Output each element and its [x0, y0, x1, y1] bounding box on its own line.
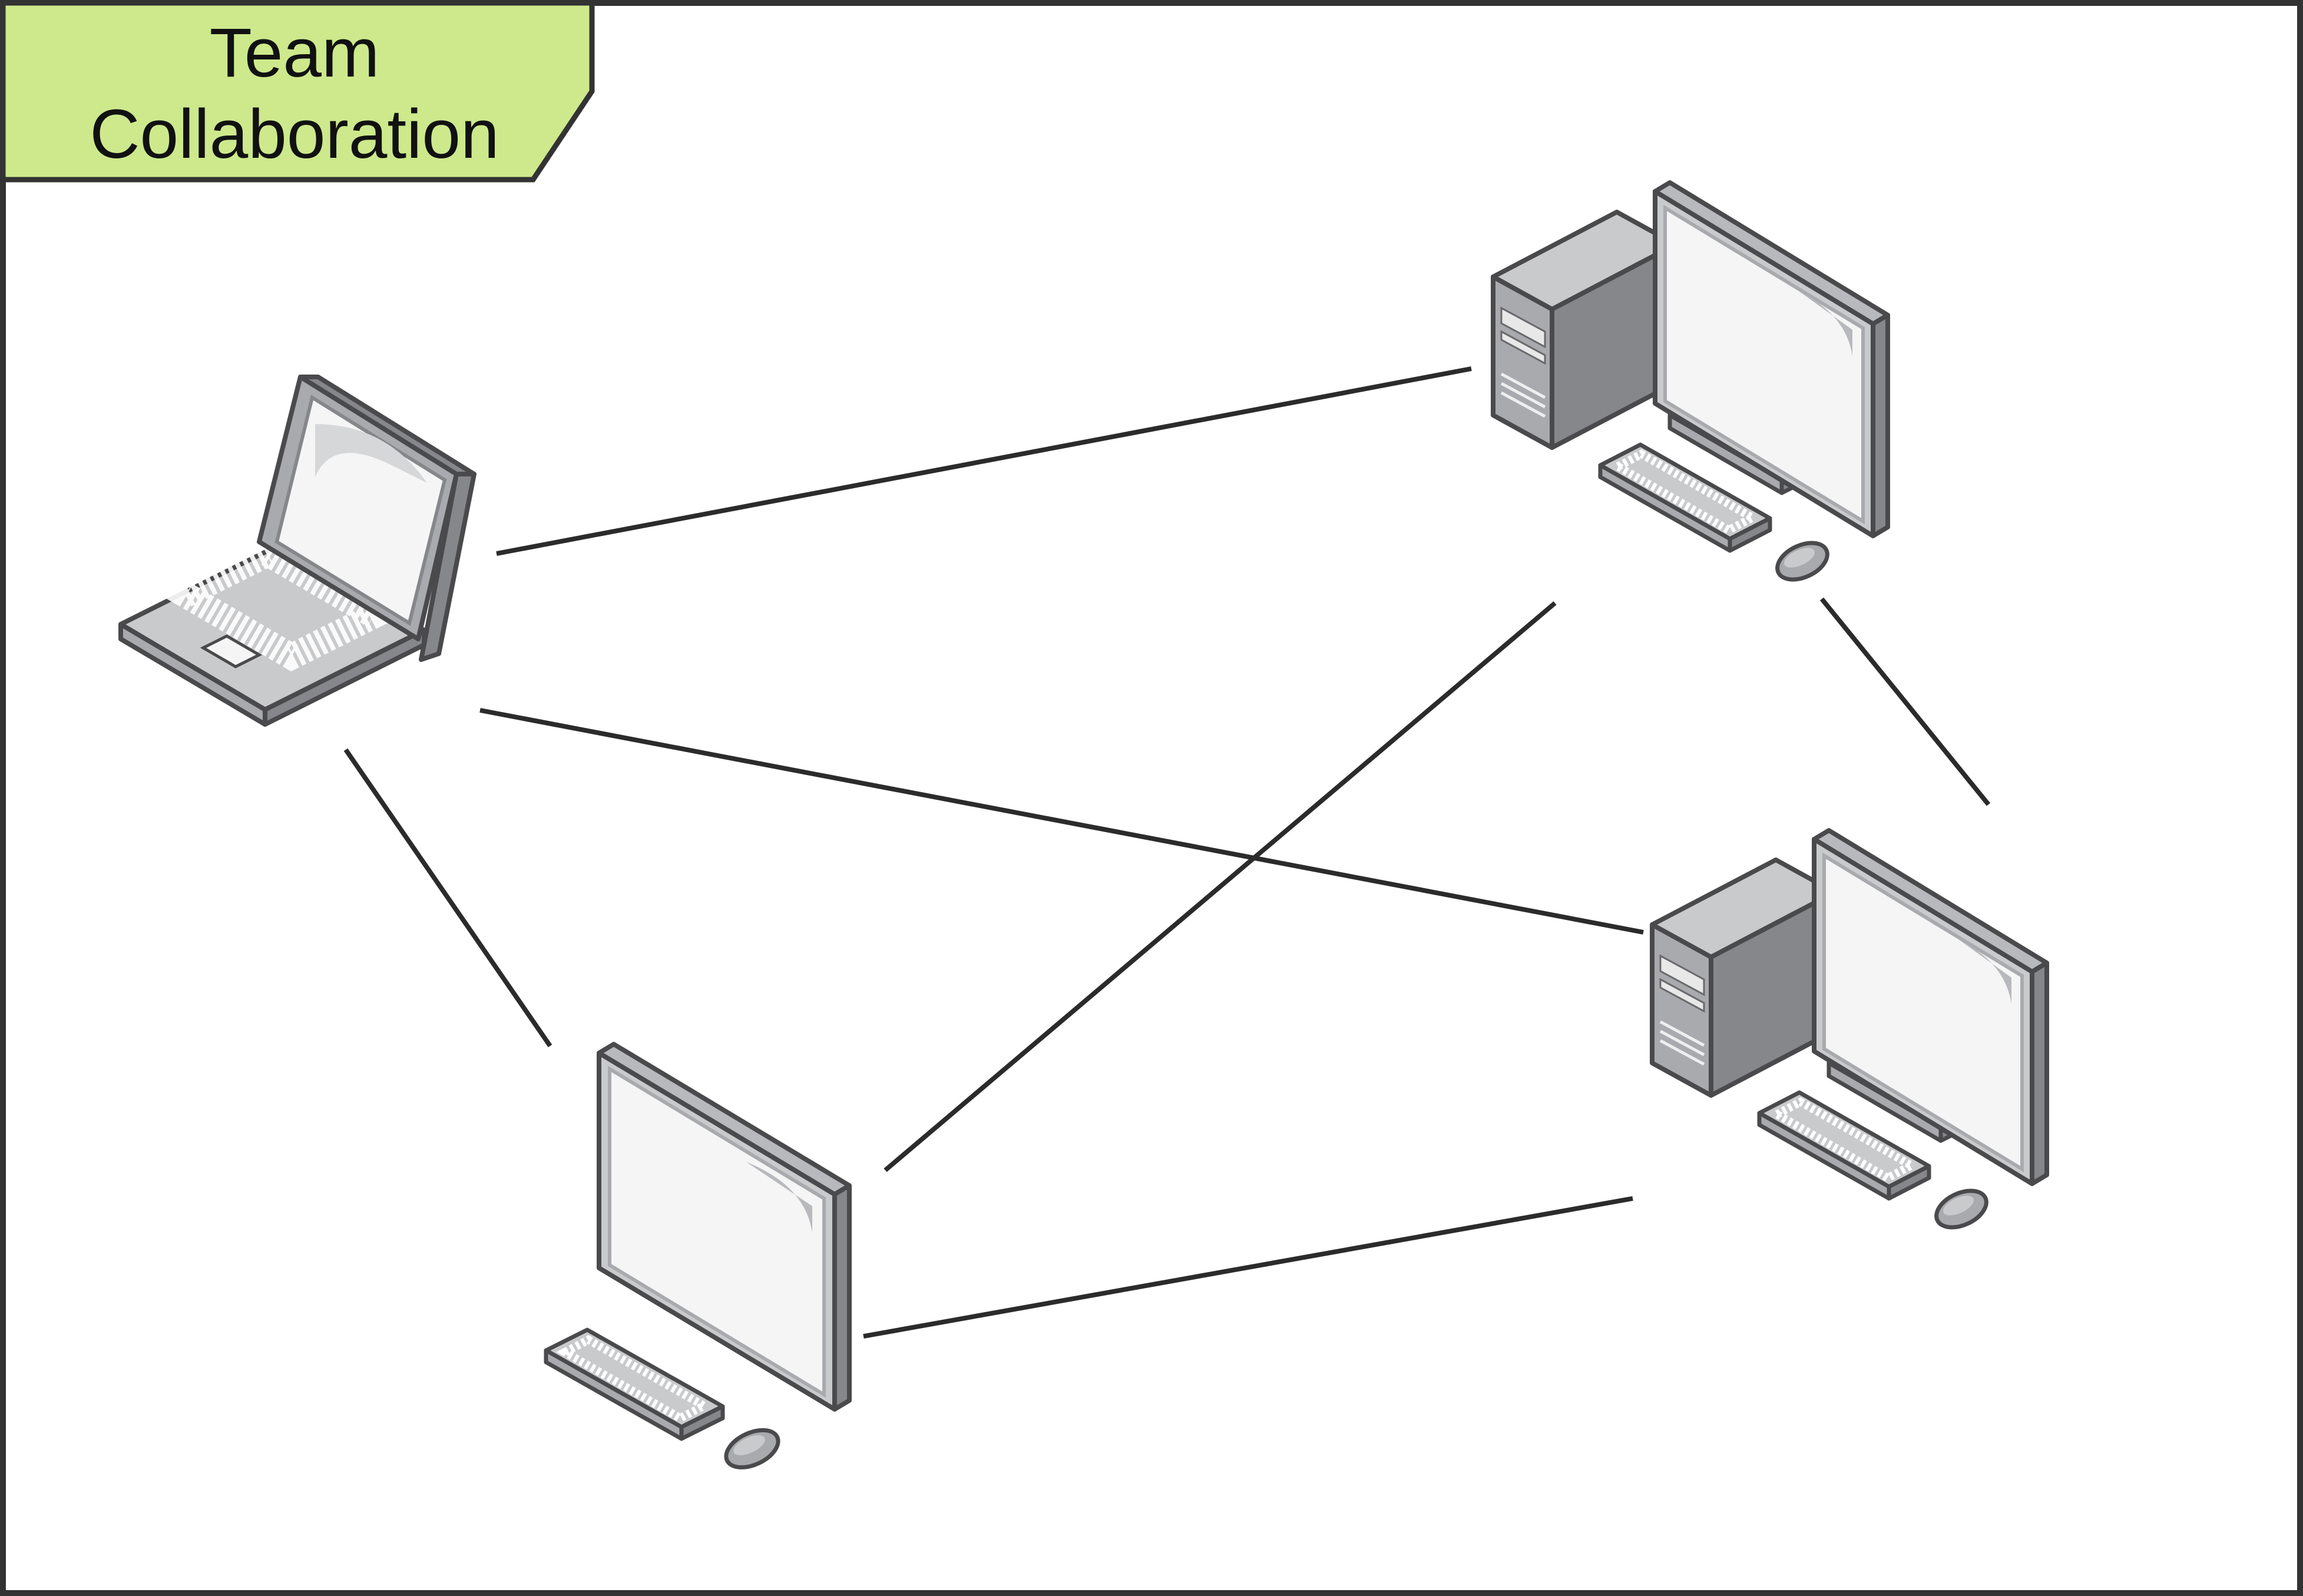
connector-desktop-top-right-desktop-bottom-right [1819, 597, 1991, 806]
title-line-2: Collaboration [90, 95, 499, 173]
connector-laptop-workstation [343, 748, 552, 1048]
title-line-1: Team [210, 14, 380, 92]
connector-laptop-desktop-bottom-right [479, 708, 1644, 935]
title-tag [0, 0, 595, 183]
connector-workstation-desktop-bottom-right [863, 1196, 1633, 1339]
connector-laptop-desktop-top-right [496, 366, 1472, 556]
connectors [343, 366, 1991, 1339]
connector-workstation-desktop-top-right [884, 601, 1557, 1173]
